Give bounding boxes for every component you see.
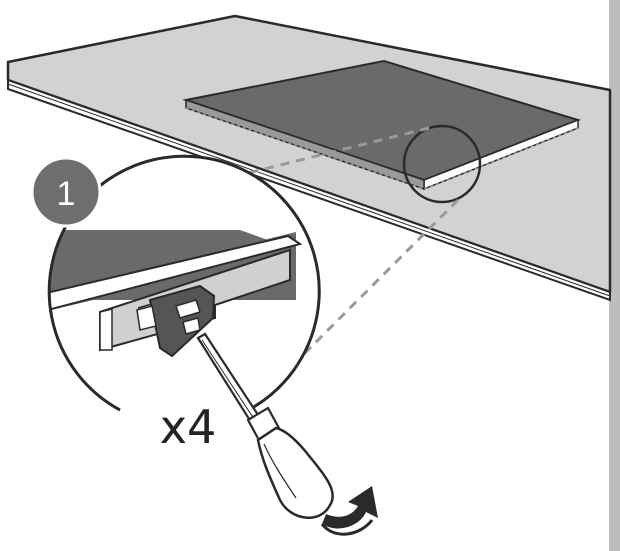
detail-circle-small: [402, 124, 482, 204]
mounting-clip: [136, 285, 215, 357]
wall-strip: [609, 0, 620, 551]
hob-glass-top: [182, 59, 582, 191]
step-badge: 1: [30, 156, 102, 228]
screwdriver-icon: [196, 332, 334, 519]
step-number: 1: [57, 175, 76, 213]
zoom-circle-outline: [47, 154, 321, 412]
curved-arrow-icon: [320, 486, 378, 536]
quantity-label: x4: [160, 400, 217, 454]
